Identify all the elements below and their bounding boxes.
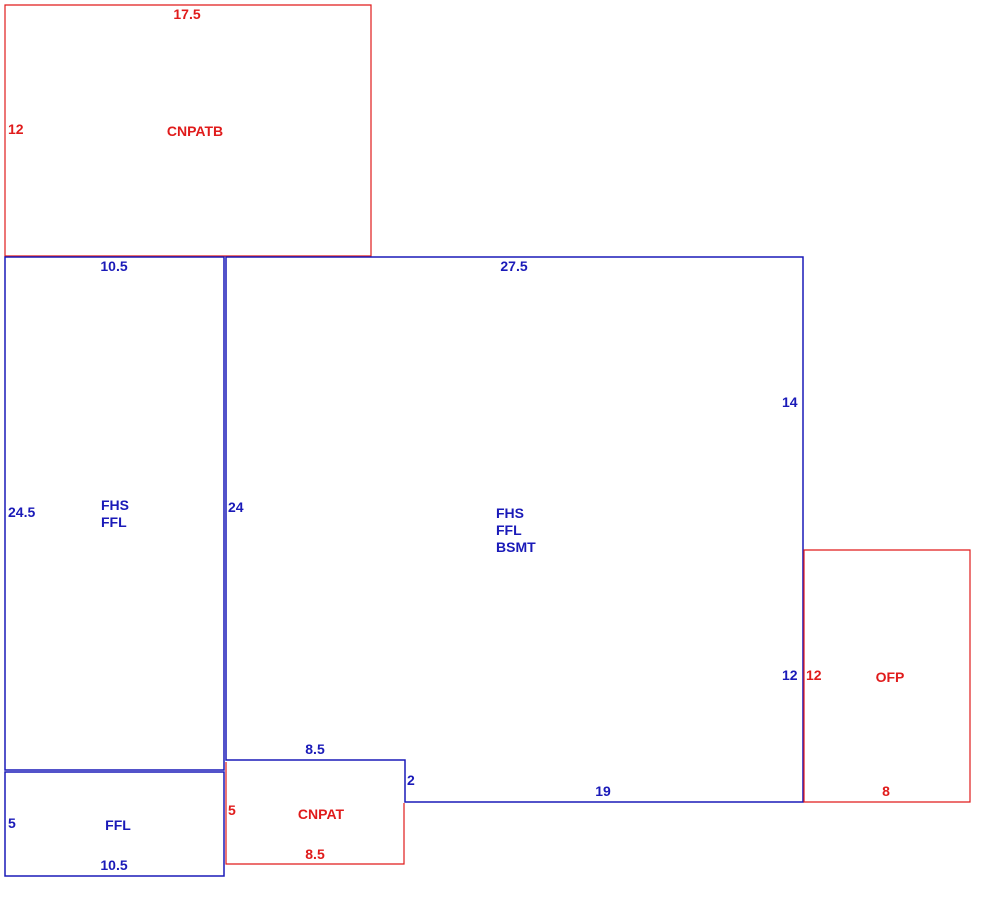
ffl-small-dim-left: 5: [8, 815, 16, 831]
main-code-2: FFL: [496, 522, 522, 538]
ofp-outline: [803, 549, 971, 803]
main-dim-bottom-right: 19: [595, 783, 611, 799]
left-wing-dim-left: 24.5: [8, 504, 35, 520]
left-wing-code-1: FHS: [101, 497, 129, 513]
main-code-1: FHS: [496, 505, 524, 521]
main-dim-top: 27.5: [500, 258, 527, 274]
ofp-code: OFP: [876, 669, 905, 685]
cnpat-code: CNPAT: [298, 806, 345, 822]
cnpat-outline: [225, 762, 405, 865]
ffl-small-dim-bottom: 10.5: [100, 857, 127, 873]
ofp-dim-bottom: 8: [882, 783, 890, 799]
cnpatb-dim-top: 17.5: [173, 6, 200, 22]
cnpat-dim-bottom: 8.5: [305, 846, 325, 862]
main-dim-right-lower: 12: [782, 667, 798, 683]
left-wing-code-2: FFL: [101, 514, 127, 530]
left-wing-dim-right: 24: [228, 499, 244, 515]
cnpatb-dim-left: 12: [8, 121, 24, 137]
ffl-small-outline: [4, 771, 225, 877]
left-wing-dim-top: 10.5: [100, 258, 127, 274]
main-outline: [225, 256, 804, 803]
main-dim-step-top: 8.5: [305, 741, 325, 757]
cnpat-dim-left: 5: [228, 802, 236, 818]
ofp-dim-left: 12: [806, 667, 822, 683]
ffl-small-code: FFL: [105, 817, 131, 833]
main-code-3: BSMT: [496, 539, 536, 555]
cnpatb-code: CNPATB: [167, 123, 223, 139]
main-dim-right-upper: 14: [782, 394, 798, 410]
cnpatb-outline: [4, 4, 372, 257]
main-dim-step-side: 2: [407, 772, 415, 788]
left-wing-outline: [4, 256, 225, 771]
